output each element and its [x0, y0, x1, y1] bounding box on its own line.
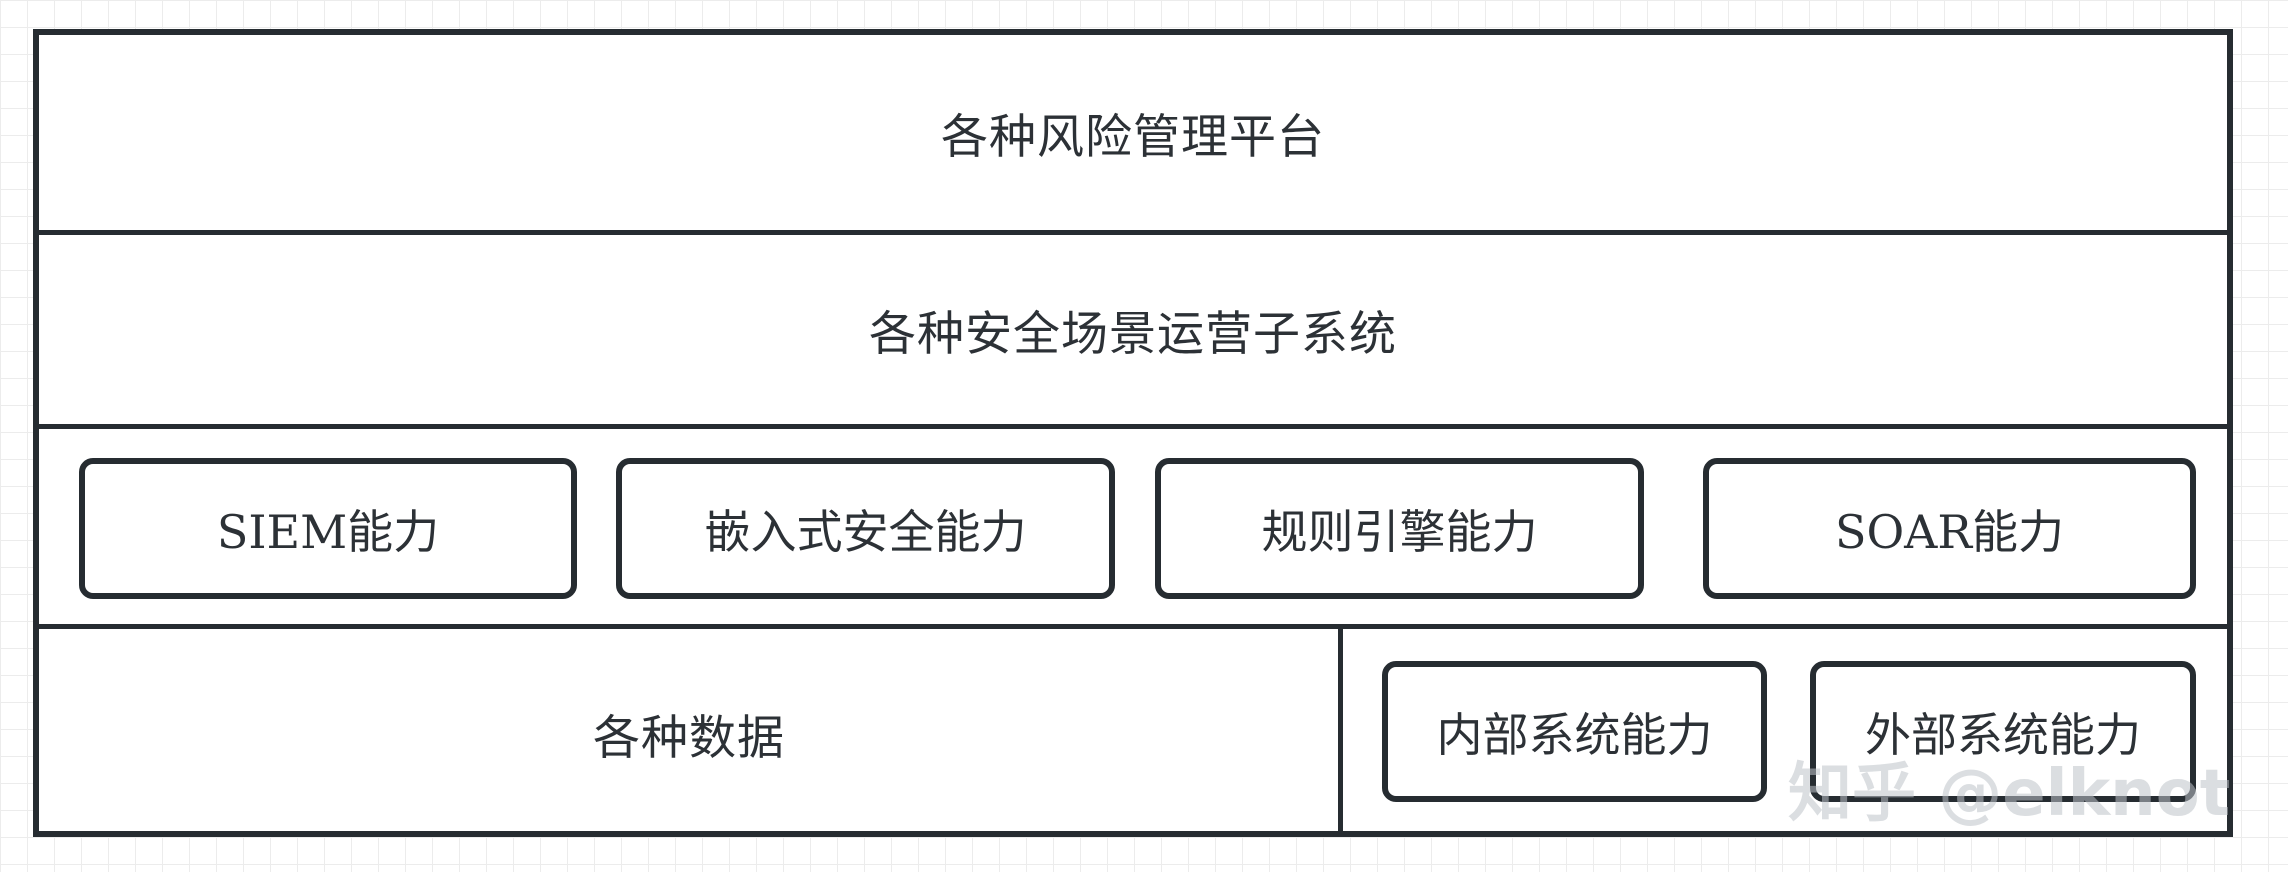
risk-platform-layer: 各种风险管理平台 — [39, 35, 2227, 235]
external-system-label: 外部系统能力 — [1865, 707, 2141, 762]
internal-system-label: 内部系统能力 — [1436, 707, 1713, 762]
scenario-subsystem-layer: 各种安全场景运营子系统 — [39, 235, 2227, 429]
siem-capability-box: SIEM能力 — [79, 458, 577, 599]
data-label: 各种数据 — [593, 710, 785, 766]
rule-engine-box: 规则引擎能力 — [1155, 458, 1644, 599]
embedded-security-box: 嵌入式安全能力 — [616, 458, 1115, 599]
embedded-security-label: 嵌入式安全能力 — [704, 504, 1027, 559]
rule-engine-label: 规则引擎能力 — [1261, 504, 1538, 559]
soar-capability-label: SOAR能力 — [1834, 504, 2065, 559]
data-system-divider — [1338, 629, 1343, 837]
data-layer: 各种数据 — [39, 629, 1339, 837]
internal-system-box: 内部系统能力 — [1382, 661, 1767, 802]
siem-capability-label: SIEM能力 — [216, 504, 440, 559]
soar-capability-box: SOAR能力 — [1703, 458, 2196, 599]
architecture-diagram: 各种风险管理平台 各种安全场景运营子系统 SIEM能力 嵌入式安全能力 规则引擎… — [33, 29, 2233, 837]
capability-layer — [39, 429, 2227, 629]
scenario-subsystem-label: 各种安全场景运营子系统 — [869, 307, 1397, 362]
external-system-box: 外部系统能力 — [1810, 661, 2196, 802]
risk-platform-label: 各种风险管理平台 — [941, 110, 1325, 165]
